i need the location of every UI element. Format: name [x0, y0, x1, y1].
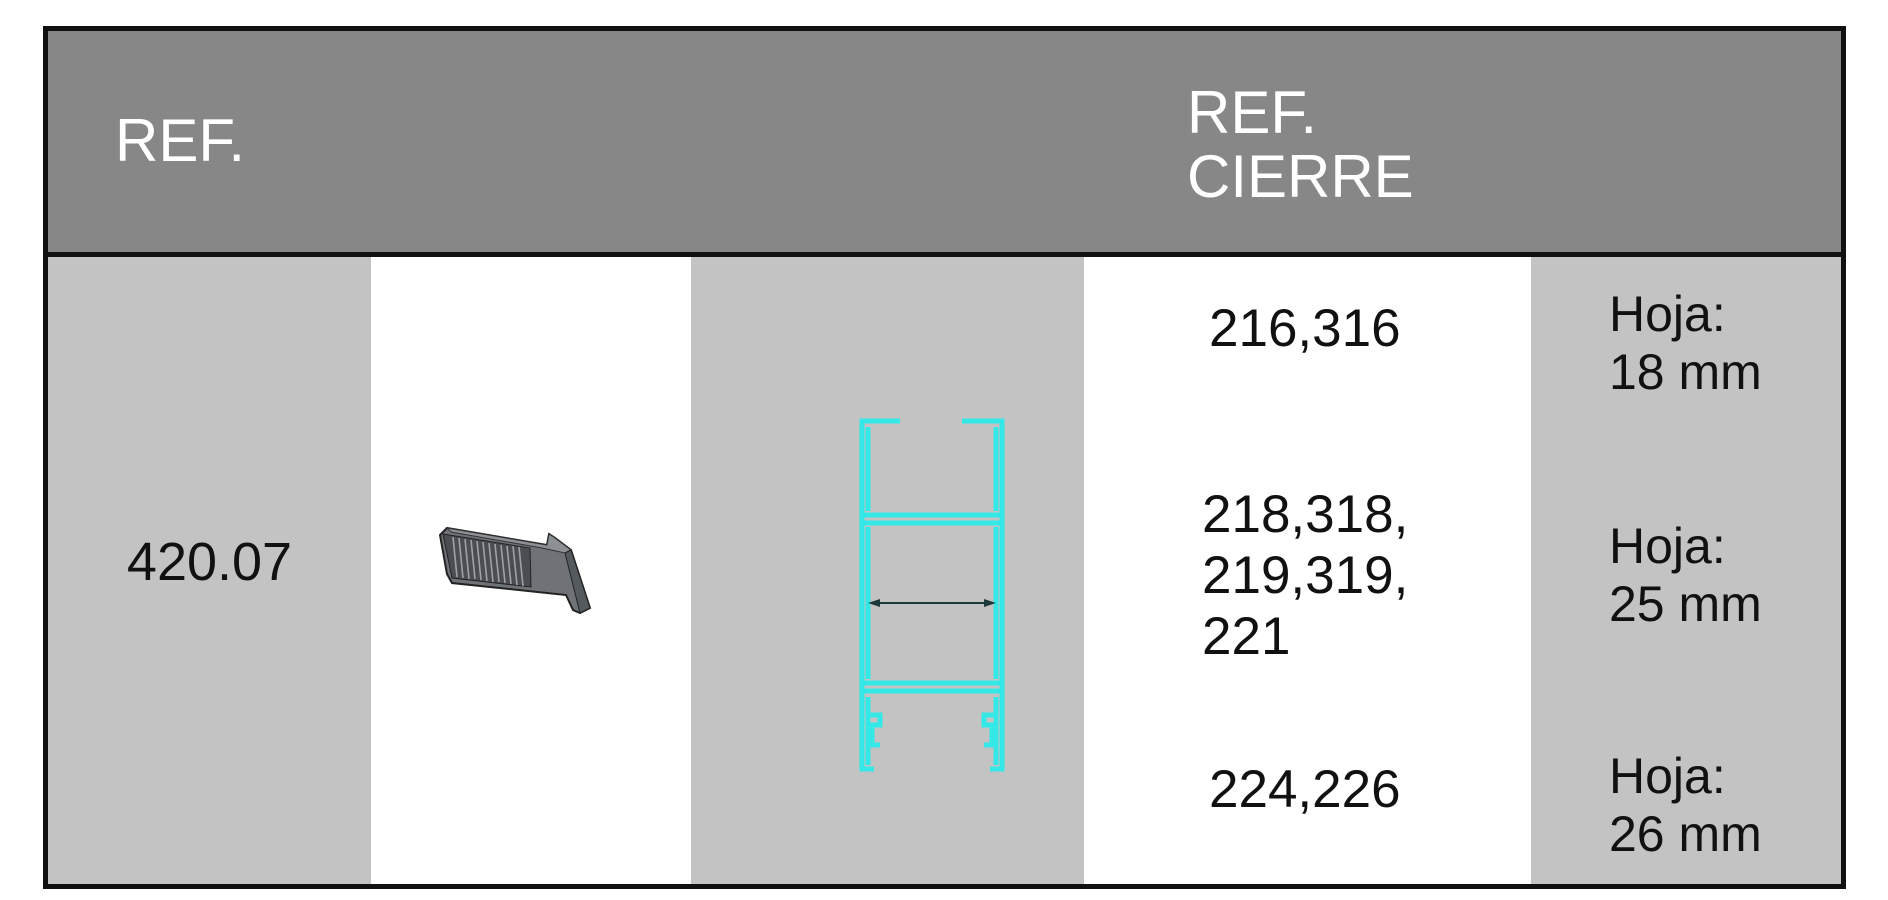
leaf-size-3-label: Hoja:	[1609, 748, 1726, 804]
header-ref-cierre-label: REF. CIERRE	[1187, 81, 1414, 208]
closure-ref-3: 224,226	[1209, 760, 1401, 821]
closure-ref-2-line-2: 219,319,	[1202, 545, 1409, 605]
leaf-size-cell	[1531, 257, 1841, 884]
closure-part-image	[438, 526, 592, 615]
leaf-size-2: Hoja: 25 mm	[1609, 517, 1762, 633]
profile-section-drawing	[859, 418, 1005, 772]
table-header: REF. REF. CIERRE	[48, 31, 1841, 257]
closure-ref-2: 218,318, 219,319, 221	[1202, 485, 1408, 668]
leaf-size-1: Hoja: 18 mm	[1609, 285, 1762, 401]
leaf-size-1-value: 18 mm	[1609, 344, 1762, 400]
header-ref-label: REF.	[115, 107, 246, 174]
closure-ref-2-line-3: 221	[1202, 606, 1291, 666]
leaf-size-2-label: Hoja:	[1609, 518, 1726, 574]
ref-value: 420.07	[126, 532, 293, 592]
header-cierre-line-2: CIERRE	[1187, 142, 1414, 210]
closure-ref-2-line-1: 218,318,	[1202, 485, 1409, 544]
leaf-size-1-label: Hoja:	[1609, 286, 1726, 342]
closure-ref-1: 216,316	[1209, 299, 1401, 360]
closure-ref-1-line: 216,316	[1209, 299, 1401, 358]
leaf-size-3: Hoja: 26 mm	[1609, 747, 1762, 863]
closure-ref-3-line: 224,226	[1209, 760, 1401, 819]
profile-drawing-cell	[691, 257, 1084, 884]
table-body: 420.07	[48, 257, 1841, 884]
closure-ref-cell	[1084, 257, 1531, 884]
header-cierre-line-1: REF.	[1187, 79, 1318, 146]
ref-cell	[48, 257, 371, 884]
leaf-size-3-value: 26 mm	[1609, 806, 1762, 862]
product-table: REF. REF. CIERRE 420.07	[43, 26, 1846, 889]
leaf-size-2-value: 25 mm	[1609, 576, 1762, 632]
